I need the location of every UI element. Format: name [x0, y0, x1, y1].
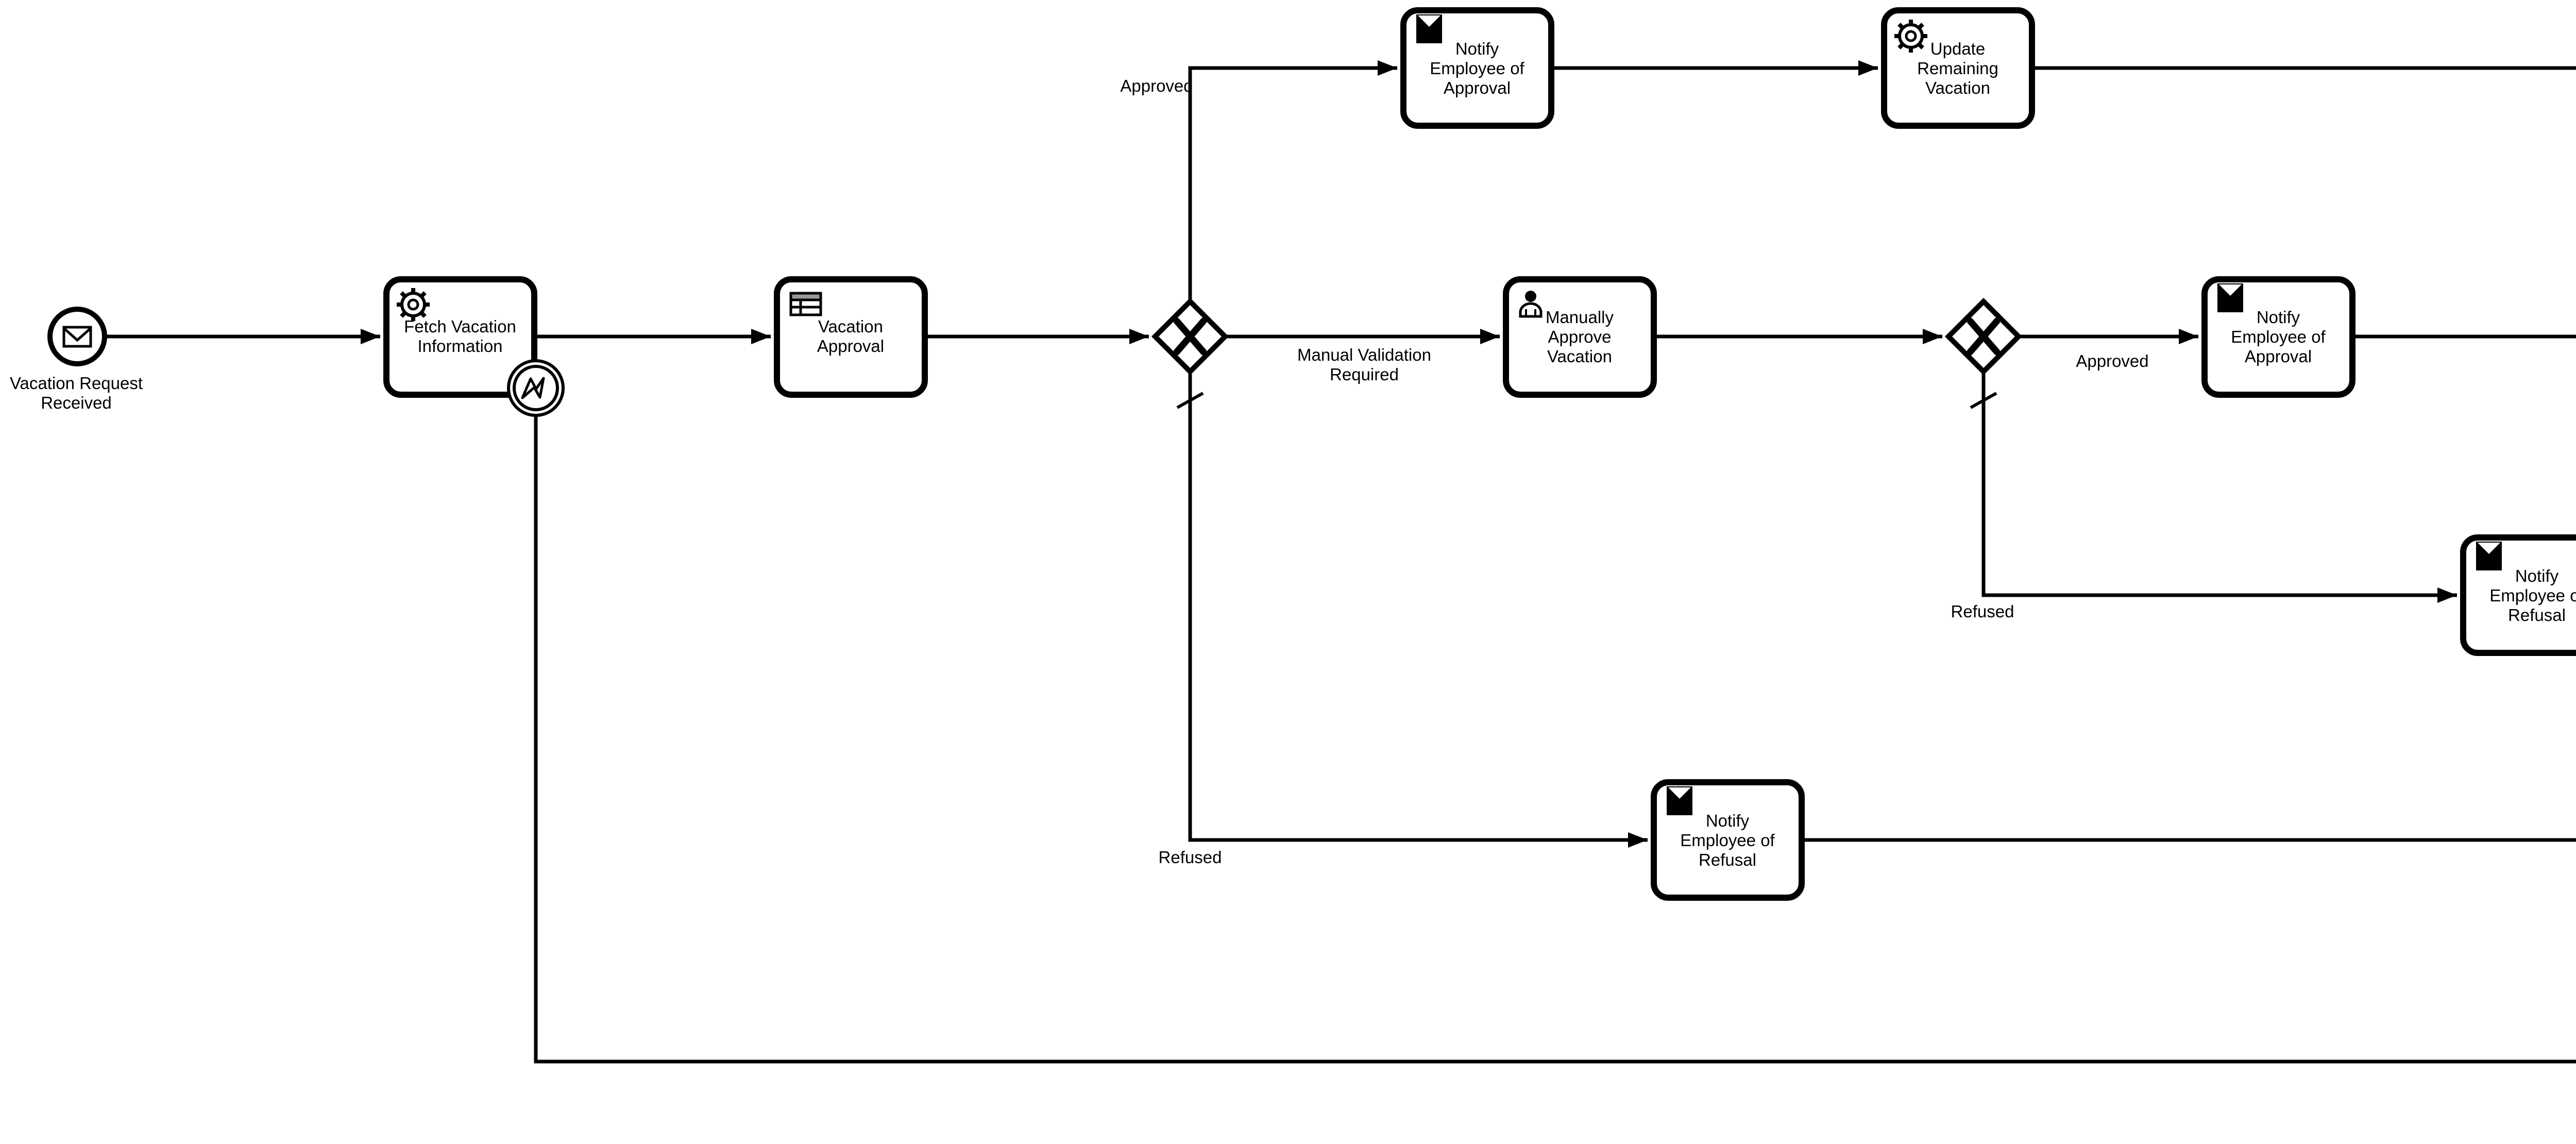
edge-label-approved-2: Approved: [2076, 351, 2148, 371]
task-label: Information: [417, 337, 502, 356]
event-label: Received: [41, 393, 112, 412]
task-manually-approve-vacation[interactable]: Manually Approve Vacation: [1503, 276, 1657, 398]
filled-envelope-icon: [1667, 786, 1692, 815]
task-label: Employee of: [2489, 586, 2576, 605]
task-label: Approve: [1548, 327, 1612, 346]
default-flow-slash-gateway2: [1970, 392, 1997, 409]
task-label: Notify: [1706, 811, 1750, 830]
task-label: Notify: [1455, 39, 1499, 58]
task-notify-employee-of-approval-top[interactable]: Notify Employee of Approval: [1400, 7, 1554, 129]
x-marker-icon: [1967, 317, 2001, 356]
user-icon: [1519, 291, 1543, 318]
envelope-icon: [62, 326, 92, 348]
gear-icon: [397, 288, 430, 321]
filled-envelope-icon: [2217, 283, 2243, 312]
task-notify-employee-of-approval-mid[interactable]: Notify Employee of Approval: [2201, 276, 2355, 398]
task-label: Notify: [2257, 308, 2300, 327]
task-label: Notify: [2515, 566, 2559, 585]
filled-envelope-icon: [2476, 542, 2502, 570]
error-lightning-icon: [521, 377, 545, 399]
task-label: Employee of: [1430, 59, 1524, 78]
x-marker-icon: [1173, 317, 1207, 356]
edge-label-refused-1: Refused: [1159, 848, 1222, 867]
task-label: Approval: [1444, 78, 1511, 97]
task-label: Approval: [817, 337, 884, 356]
flow-boundary-error-to-end[interactable]: [534, 415, 2576, 1064]
error-boundary-event[interactable]: [507, 359, 565, 417]
task-notify-employee-of-refusal-manager[interactable]: Notify Employee of Refusal: [2460, 534, 2576, 656]
task-label: Remaining: [1917, 59, 1998, 78]
task-vacation-approval[interactable]: Vacation Approval: [774, 276, 928, 398]
edge-label-manual-validation-line2: Required: [1330, 365, 1399, 384]
flow-gateway1-approved[interactable]: [1188, 60, 1397, 301]
task-label: Update: [1930, 39, 1985, 58]
task-notify-employee-of-refusal-auto[interactable]: Notify Employee of Refusal: [1651, 779, 1805, 901]
task-label: Fetch Vacation: [404, 317, 516, 336]
task-label: Vacation: [1925, 78, 1990, 97]
task-label: Employee of: [1680, 831, 1775, 850]
task-update-remaining-vacation-top[interactable]: Update Remaining Vacation: [1881, 7, 2035, 129]
task-label: Employee of: [2231, 327, 2326, 346]
task-label: Refusal: [1699, 850, 1756, 869]
table-icon: [789, 292, 822, 316]
task-label: Approval: [2245, 347, 2312, 366]
task-label: Vacation: [1547, 347, 1612, 366]
start-event-vacation-request-received[interactable]: Vacation Request Received: [10, 307, 143, 412]
flow-gateway2-refused[interactable]: [1981, 372, 2457, 603]
edge-label-refused-2: Refused: [1951, 602, 2014, 621]
edge-label-approved-1: Approved: [1120, 76, 1193, 95]
gear-icon: [1894, 20, 1927, 53]
edge-label-manual-validation-line1: Manual Validation: [1297, 345, 1431, 364]
filled-envelope-icon: [1416, 14, 1442, 43]
task-label: Refusal: [2508, 605, 2566, 625]
task-label: Manually: [1546, 308, 1614, 327]
task-fetch-vacation-information[interactable]: Fetch Vacation Information: [383, 276, 537, 398]
task-label: Vacation: [818, 317, 883, 336]
event-label: Vacation Request: [10, 374, 143, 393]
exclusive-gateway-1[interactable]: [1151, 297, 1229, 376]
flow-gateway1-refused[interactable]: [1188, 372, 1648, 848]
default-flow-slash-gateway1: [1176, 392, 1204, 409]
exclusive-gateway-2[interactable]: [1944, 297, 2023, 376]
